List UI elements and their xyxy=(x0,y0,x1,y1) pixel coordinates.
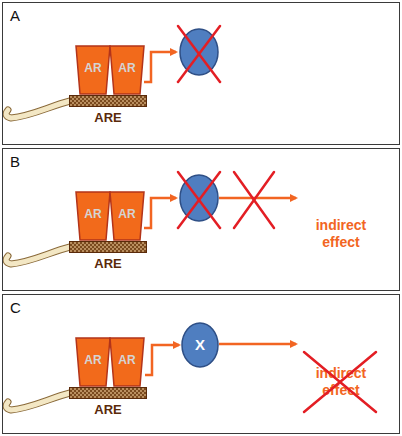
receptor-trapezoid: AR xyxy=(109,45,145,95)
panel-b-art xyxy=(6,175,296,264)
effect-label: indirect effect xyxy=(305,365,377,399)
hatched-bar xyxy=(69,387,147,399)
element-label: ARE xyxy=(59,256,157,271)
target-gene xyxy=(180,29,218,75)
effect-label: indirect effect xyxy=(305,217,377,251)
arrow xyxy=(144,198,176,228)
trapezoid-outline xyxy=(75,191,111,241)
arrow xyxy=(219,343,296,346)
panel-letter: B xyxy=(10,153,20,170)
dna-strand xyxy=(6,247,70,264)
panel-box: B ARAR ARE indirect effect xyxy=(2,148,400,291)
panel-box: A ARAR ARE xyxy=(2,2,400,145)
element-label: ARE xyxy=(59,402,157,417)
trapezoid-outline xyxy=(75,337,111,387)
panel-letter: A xyxy=(10,7,20,24)
cross-mark xyxy=(178,172,274,228)
hatched-bar xyxy=(69,95,147,107)
element-label: ARE xyxy=(59,110,157,125)
dna-strand xyxy=(6,101,70,118)
gene-ellipse: X xyxy=(181,322,219,368)
trapezoid-outline xyxy=(109,45,145,95)
dna-strand xyxy=(6,101,70,118)
receptor-label: AR xyxy=(109,207,145,221)
panel-c-art xyxy=(6,344,296,410)
receptor-trapezoid: AR xyxy=(109,191,145,241)
receptor-trapezoid: AR xyxy=(75,337,111,387)
cross-mark xyxy=(178,26,220,82)
panel-a-art xyxy=(6,29,218,118)
receptor-label: AR xyxy=(75,61,111,75)
receptor-trapezoid: AR xyxy=(109,337,145,387)
receptor-label: AR xyxy=(75,353,111,367)
receptor-label: AR xyxy=(109,61,145,75)
dna-strand xyxy=(6,393,70,410)
trapezoid-outline xyxy=(109,337,145,387)
receptor-trapezoid: AR xyxy=(75,45,111,95)
panel-letter: C xyxy=(10,299,21,316)
receptor-label: AR xyxy=(75,207,111,221)
response-element: ARE xyxy=(69,95,147,107)
hatched-bar xyxy=(69,241,147,253)
receptor-label: AR xyxy=(109,353,145,367)
trapezoid-outline xyxy=(75,45,111,95)
response-element: ARE xyxy=(69,241,147,253)
response-element: ARE xyxy=(69,387,147,399)
ellipse-outline xyxy=(181,322,219,368)
arrow xyxy=(219,197,296,200)
gene-label: X xyxy=(181,336,219,353)
panel-box: C ARAR ARE Xindirect effect xyxy=(2,294,400,434)
dna-strand xyxy=(6,393,70,410)
receptor-trapezoid: AR xyxy=(75,191,111,241)
dna-strand xyxy=(6,247,70,264)
target-gene xyxy=(180,175,218,221)
arrow-connector xyxy=(145,345,179,375)
arrow xyxy=(144,52,176,82)
trapezoid-outline xyxy=(109,191,145,241)
cross-mark xyxy=(304,352,376,412)
